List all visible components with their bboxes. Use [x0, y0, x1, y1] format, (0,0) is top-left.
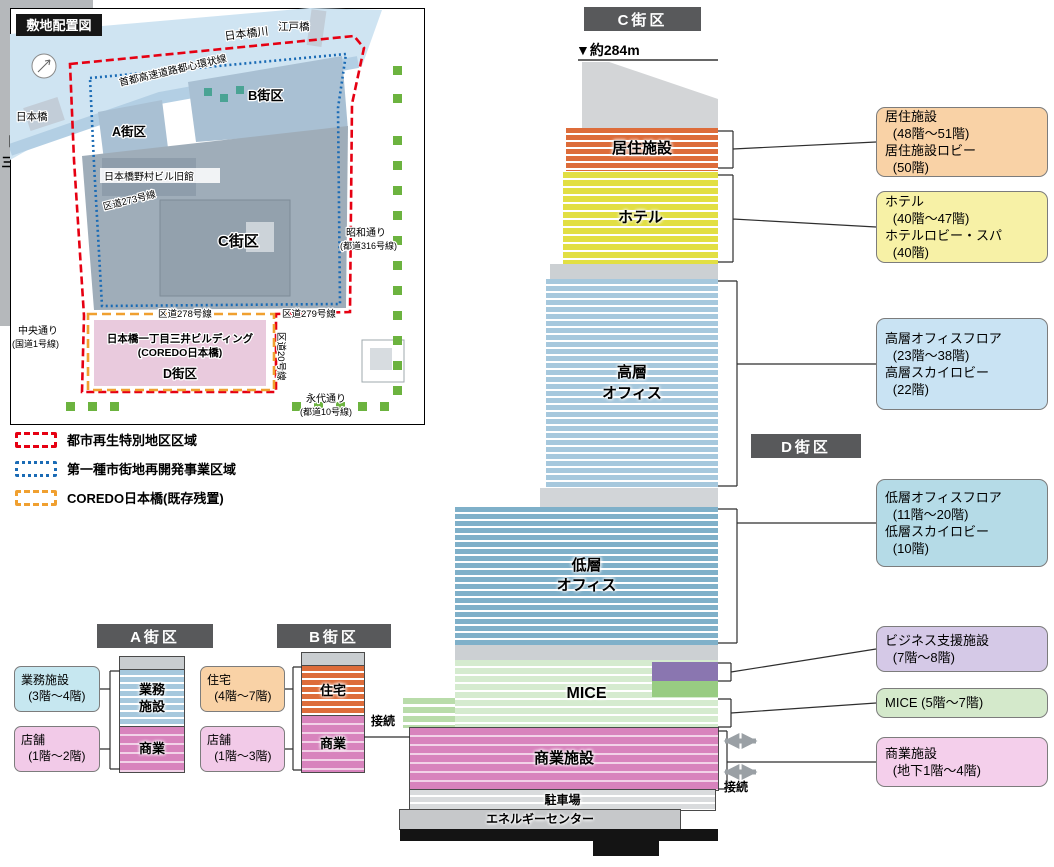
tower-low-office-label: 低層 オフィス	[556, 556, 617, 594]
tower-energy-label: エネルギーセンター	[485, 812, 594, 827]
a-building-roof	[119, 656, 185, 671]
callout-business-support: ビジネス支援施設(7階～8階)	[876, 626, 1048, 672]
nihonbashi-bridge	[23, 97, 65, 131]
map-block-b	[188, 56, 348, 142]
map-neighbor-core	[370, 348, 392, 370]
label-nomura-bg	[100, 168, 220, 183]
label-block-b: B街区	[248, 88, 283, 103]
badge-block-c: C街区	[584, 7, 701, 31]
label-chuo-dori-route: (国道1号線)	[12, 338, 59, 349]
tower-height-label: ▼約284m	[576, 42, 640, 58]
street-trees	[66, 66, 402, 411]
label-coredo: (COREDO日本橋)	[138, 346, 223, 359]
callout-b-housing: 住宅(4階～7階)	[200, 666, 285, 712]
legend-label: COREDO日本橋(既存残置)	[67, 491, 224, 506]
callout-a-office: 業務施設(3階～4階)	[14, 666, 100, 712]
legend-swatch-red-dashed	[15, 431, 57, 448]
callout-retail: 商業施設(地下1階～4階)	[876, 737, 1048, 787]
label-road-20: 区道20号線	[275, 332, 287, 381]
label-eitai-dori-route: (都道10号線)	[300, 406, 352, 417]
connection-label-d: 接続	[724, 780, 749, 794]
label-eitai-dori: 永代通り	[306, 392, 346, 405]
tower-band-2	[540, 488, 718, 507]
tower-basement-stub	[593, 841, 659, 856]
a-retail-label: 商業	[138, 741, 165, 757]
map-block-a	[98, 100, 168, 160]
tower-spire	[582, 62, 718, 128]
b-building-retail: 商業	[301, 715, 365, 773]
label-showa-dori-route: (都道316号線)	[340, 240, 397, 251]
map-c-court	[246, 222, 274, 252]
connection-arrows	[723, 732, 758, 781]
tower-residential-label: 居住施設	[611, 140, 672, 158]
label-block-c: C街区	[218, 232, 259, 250]
map-legend: 都市再生特別地区区域 第一種市街地再開発事業区域 COREDO日本橋(既存残置)	[15, 430, 236, 507]
compass-needle-icon	[37, 59, 51, 73]
legend-swatch-blue-dotted	[15, 460, 57, 477]
tower-section-energy-center: エネルギーセンター	[399, 809, 681, 830]
legend-item-coredo: COREDO日本橋(既存残置)	[15, 488, 236, 507]
badge-block-b: B街区	[277, 624, 391, 648]
label-showa-dori: 昭和通り	[346, 227, 386, 239]
tower-high-office-label: 高層 オフィス	[602, 364, 662, 402]
tower-band-3	[455, 645, 718, 660]
callout-low-office: 低層オフィスフロア(11階～20階)低層スカイロビー(10階)	[876, 479, 1048, 567]
label-block-a: A街区	[112, 124, 147, 139]
label-road-279: 区道279号線	[282, 308, 336, 320]
tower-parking-label: 駐車場	[544, 792, 581, 807]
label-block-d: D街区	[163, 366, 198, 381]
b-housing-label: 住宅	[319, 682, 346, 698]
connection-label-b: 接続	[371, 714, 396, 728]
boundary-coredo-remaining	[86, 312, 276, 392]
tower-section-retail: 商業施設	[409, 727, 719, 791]
label-road-278: 区道278号線	[158, 308, 212, 320]
callout-hotel: ホテル(40階～47階)ホテルロビー・スパ(40階)	[876, 191, 1048, 263]
legend-swatch-orange-dashed	[15, 489, 57, 506]
edobashi-bridge	[306, 9, 327, 47]
map-title-bg	[16, 14, 102, 36]
tower-section-residential: 居住施設	[566, 128, 718, 171]
tower-band-1	[550, 264, 718, 279]
legend-label: 第一種市街地再開発事業区域	[67, 462, 237, 477]
label-coredo-building: 日本橋一丁目三井ビルディング	[107, 332, 254, 345]
tower-podium-terrace	[403, 698, 455, 728]
label-nomura: 日本橋野村ビル旧館	[104, 170, 194, 183]
tower-retail-label: 商業施設	[533, 749, 594, 767]
callout-b-shop: 店舗(1階～3階)	[200, 726, 285, 772]
legend-label: 都市再生特別地区区域	[67, 433, 198, 448]
b-retail-label: 商業	[319, 735, 346, 751]
label-nihonbashi: 日本橋	[16, 110, 48, 123]
site-map: 敷地配置図 日本橋川 江戸橋 首都高速道路都心環状線 日本橋 A街区 B街区 C…	[10, 8, 425, 425]
map-block-d	[94, 320, 266, 386]
callout-residential: 居住施設(48階～51階)居住施設ロビー(50階)	[876, 107, 1048, 177]
callout-a-shop: 店舗(1階～2階)	[14, 726, 100, 772]
riverside-trees	[204, 86, 244, 102]
tower-mice-green-band	[652, 681, 718, 697]
callout-mice: MICE (5階～7階)	[876, 688, 1048, 718]
badge-block-a: A街区	[97, 624, 213, 648]
badge-block-d: D街区	[751, 434, 861, 458]
map-title: 敷地配置図	[26, 18, 91, 33]
label-edobashi: 江戸橋	[278, 20, 310, 33]
a-office-label: 業務 施設	[138, 682, 165, 714]
legend-item-urban-renewal: 都市再生特別地区区域	[15, 430, 236, 449]
tower-section-parking: 駐車場	[409, 789, 716, 811]
legend-item-redevelopment: 第一種市街地再開発事業区域	[15, 459, 236, 478]
tower-section-high-office: 高層 オフィス	[546, 279, 718, 488]
boundary-urban-renewal-district	[68, 34, 366, 394]
b-building-housing: 住宅	[301, 665, 365, 717]
tower-business-support-band	[652, 662, 718, 681]
tower-base	[400, 829, 718, 841]
tower-mice-label: MICE	[566, 685, 607, 703]
tower-section-low-office: 低層 オフィス	[455, 507, 718, 645]
tower-section-hotel: ホテル	[563, 172, 718, 264]
tower-hotel-label: ホテル	[617, 208, 663, 226]
a-building-retail: 商業	[119, 726, 185, 773]
label-chuo-dori: 中央通り	[18, 324, 58, 337]
callout-high-office: 高層オフィスフロア(23階～38階)高層スカイロビー(22階)	[876, 318, 1048, 410]
a-building-office: 業務 施設	[119, 669, 185, 728]
b-building-roof	[301, 652, 365, 667]
